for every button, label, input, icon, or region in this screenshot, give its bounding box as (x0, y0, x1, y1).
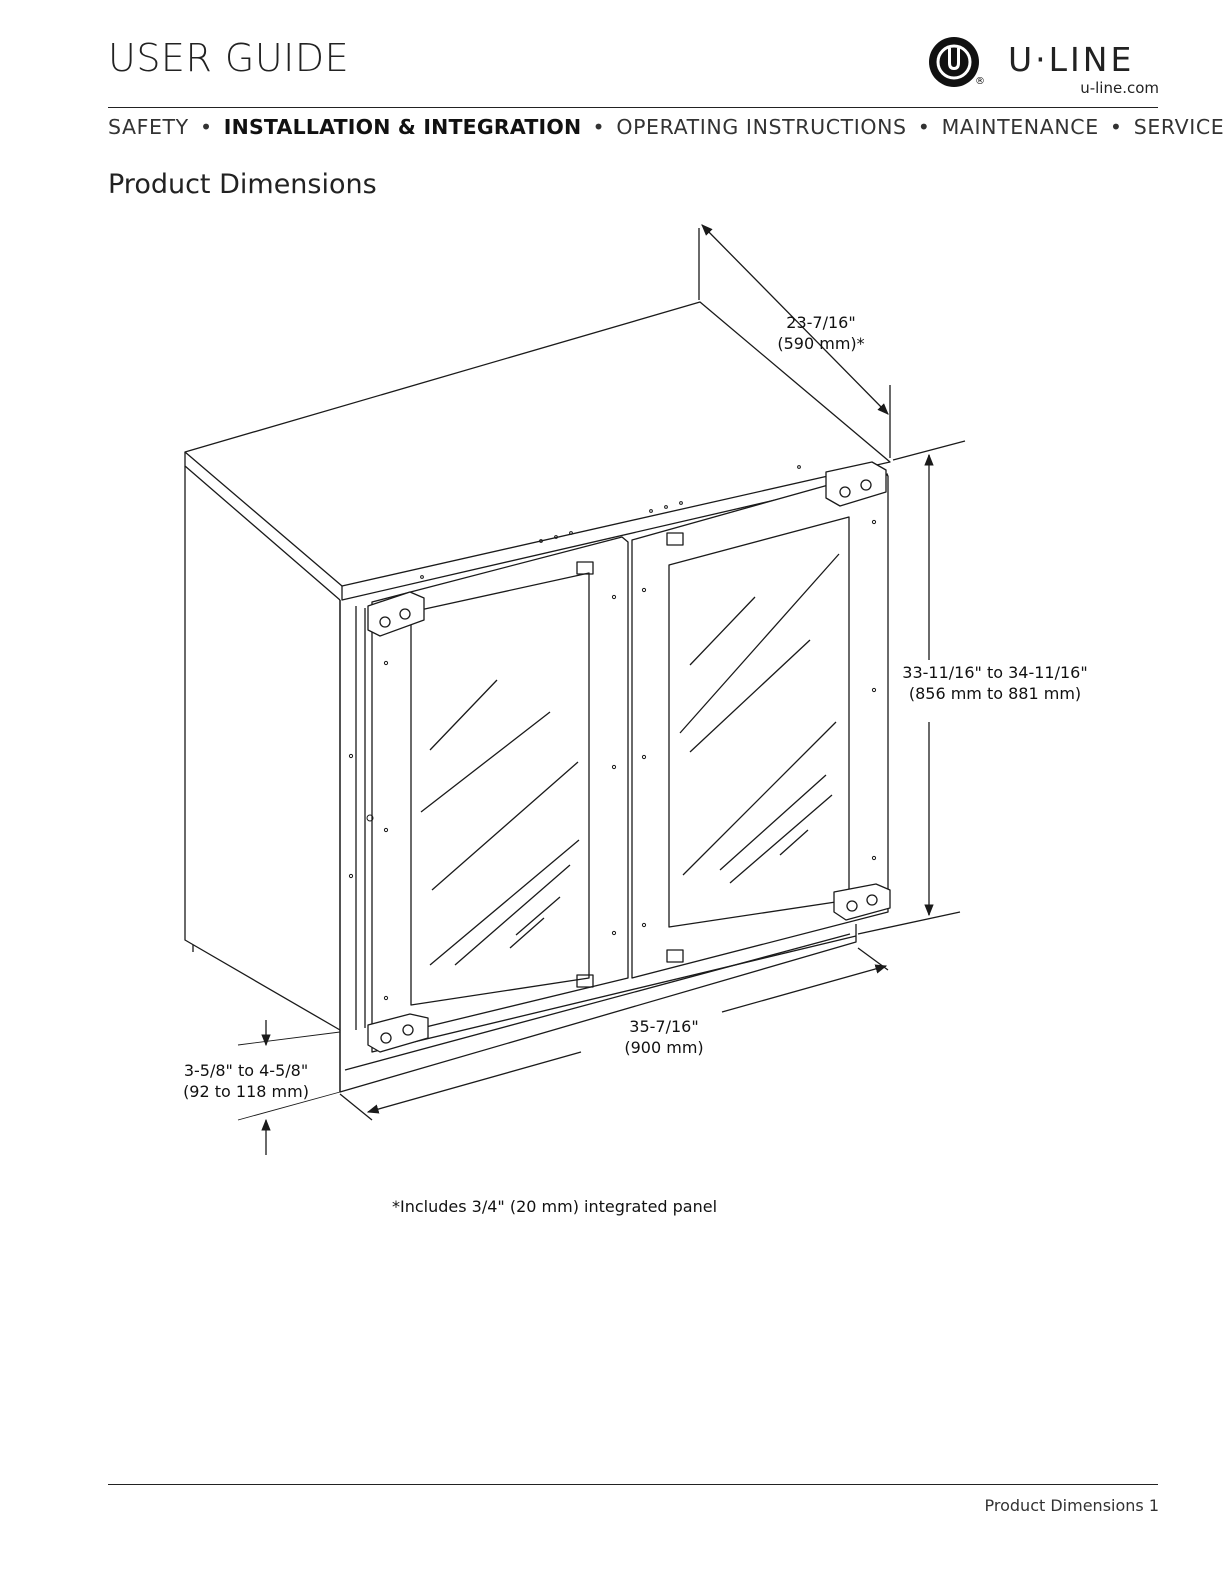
depth-dimension-label: 23-7/16" (590 mm)* (771, 312, 871, 354)
nav-item-service[interactable]: SERVICE (1133, 115, 1225, 139)
toe-kick-imperial: 3-5/8" to 4-5/8" (183, 1061, 309, 1080)
nav-separator: • (592, 115, 606, 139)
width-dimension-label: 35-7/16" (900 mm) (602, 1016, 726, 1058)
page-footer-label: Product Dimensions 1 (984, 1496, 1159, 1515)
registered-mark: ® (975, 76, 985, 87)
toe-kick-dimension-label: 3-5/8" to 4-5/8" (92 to 118 mm) (168, 1060, 324, 1102)
page-title: USER GUIDE (108, 36, 350, 80)
u-line-logo-icon (929, 37, 979, 87)
height-imperial: 33-11/16" to 34-11/16" (902, 663, 1088, 682)
brand-url[interactable]: u-line.com (1080, 79, 1159, 97)
height-metric: (856 mm to 881 mm) (908, 684, 1082, 703)
nav-item-operating[interactable]: OPERATING INSTRUCTIONS (616, 115, 907, 139)
width-imperial: 35-7/16" (629, 1017, 699, 1036)
footer-divider (108, 1484, 1158, 1485)
nav-separator: • (1109, 115, 1123, 139)
nav-item-installation[interactable]: INSTALLATION & INTEGRATION (223, 115, 582, 139)
toe-kick-metric: (92 to 118 mm) (183, 1082, 309, 1101)
nav-separator: • (917, 115, 931, 139)
section-nav: SAFETY • INSTALLATION & INTEGRATION • OP… (108, 115, 1224, 139)
nav-item-maintenance[interactable]: MAINTENANCE (941, 115, 1099, 139)
height-dimension-label: 33-11/16" to 34-11/16" (856 mm to 881 mm… (895, 662, 1095, 704)
footnote: *Includes 3/4" (20 mm) integrated panel (392, 1197, 718, 1216)
nav-item-safety[interactable]: SAFETY (108, 115, 189, 139)
nav-separator: • (199, 115, 213, 139)
depth-metric: (590 mm)* (777, 334, 865, 353)
header-divider (108, 107, 1158, 108)
section-title: Product Dimensions (108, 169, 377, 200)
brand-wordmark: U·LINE (1008, 40, 1135, 79)
depth-imperial: 23-7/16" (786, 313, 856, 332)
width-metric: (900 mm) (624, 1038, 704, 1057)
